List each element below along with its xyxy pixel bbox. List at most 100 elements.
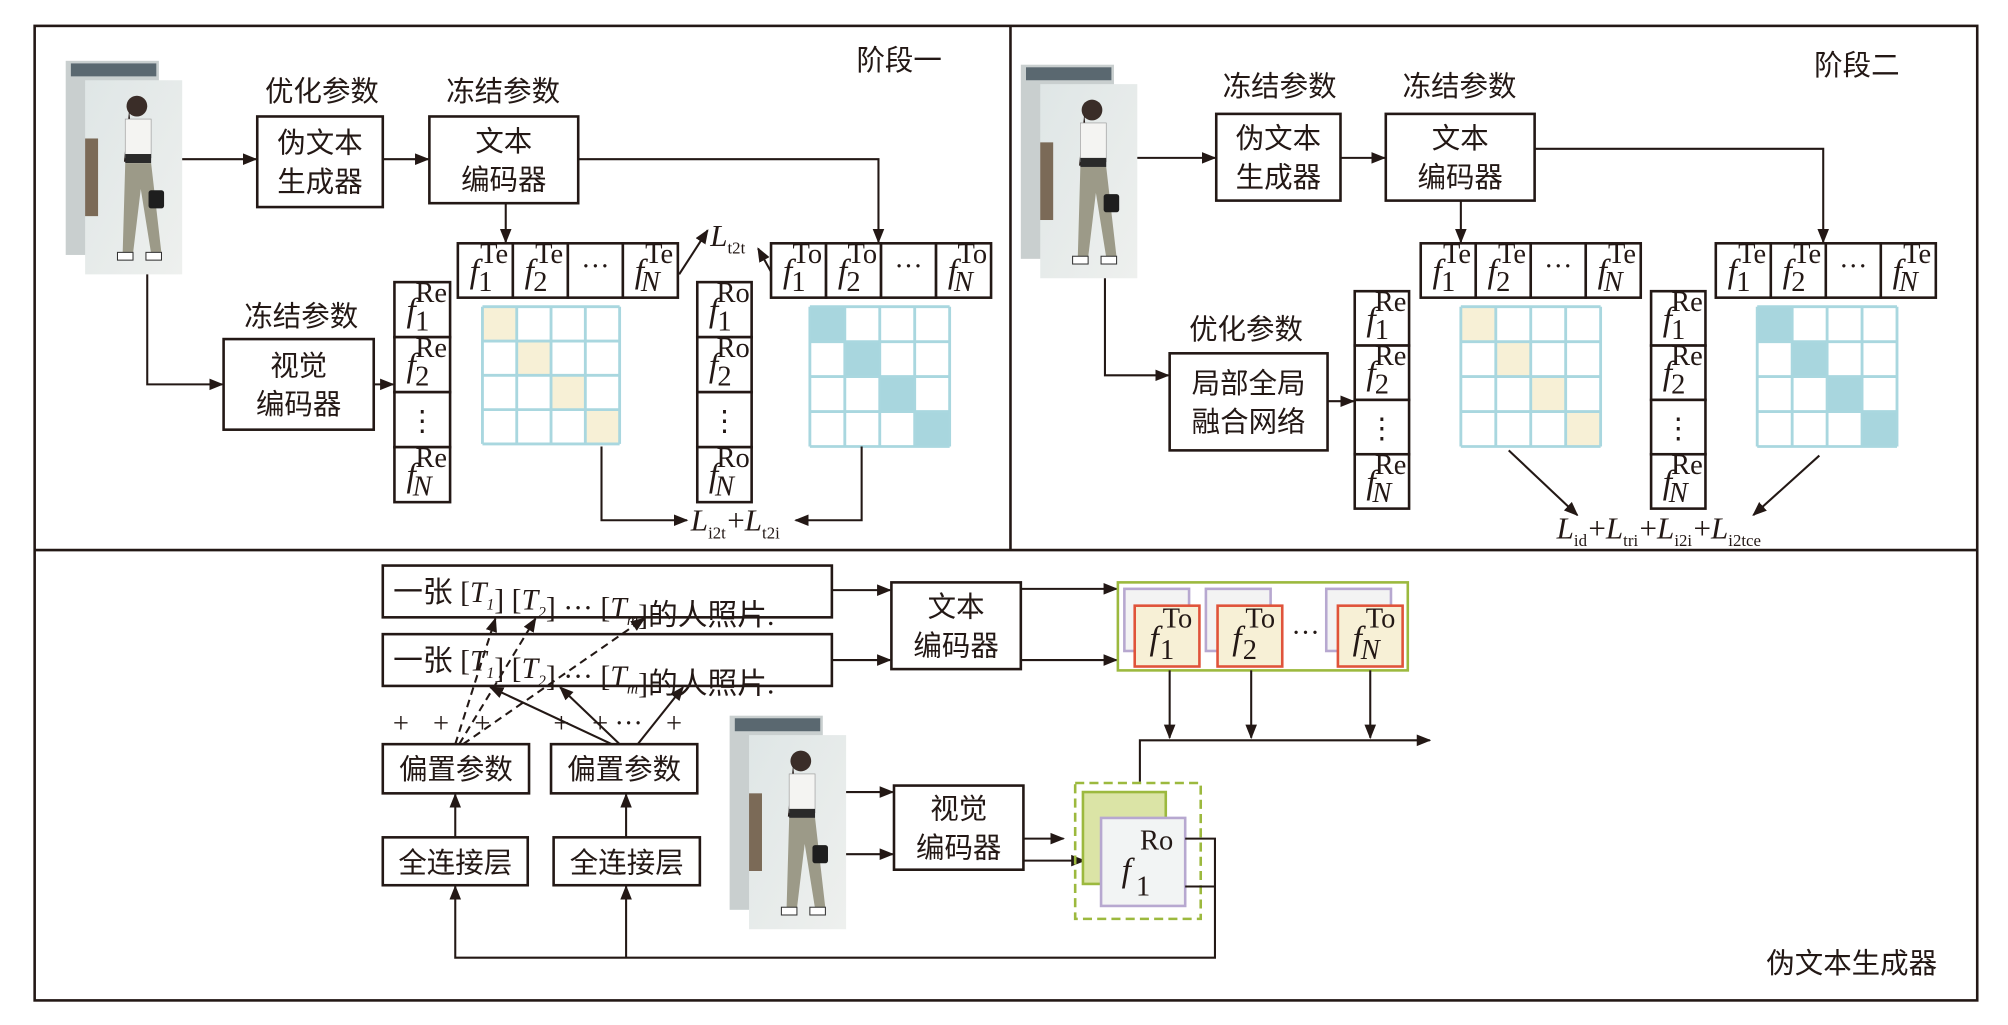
prompt-template-bottom-text: 一张 [T1] [T2] ··· [Tm]的人照片. (393, 644, 774, 700)
stage1-te-features-item-cell (511, 242, 570, 299)
bias-params-box-2-label: 偏置参数 (567, 754, 681, 786)
bias-params-box-1-label: 偏置参数 (399, 754, 513, 786)
generator-visual-encoder-frame (892, 784, 1025, 871)
generator-text-encoder-label: 文本 (928, 592, 985, 624)
diagonal-cell (1495, 341, 1531, 377)
loss-symbol: L (1605, 510, 1623, 545)
subscript: 1 (1160, 635, 1174, 666)
stage2-person-image (1020, 64, 1138, 279)
prompt-template-bottom-frame (381, 632, 834, 688)
superscript: Re (1671, 450, 1703, 481)
stage1-loss-sum-text: Li2t +Lt2i (690, 503, 781, 543)
stage2-title: 阶段二 (1814, 50, 1899, 82)
fc-layer-box-1: 全连接层 (381, 836, 530, 887)
stage1-pseudo-text-generator-frame (255, 115, 385, 209)
handbag (1103, 194, 1120, 213)
dashed-arrow-bias-to-Tm (462, 617, 646, 746)
photo-back-detail (734, 718, 821, 732)
stage1-te-features-item-cell (621, 242, 680, 299)
subscript: 2 (533, 267, 547, 298)
arrow-bias-to-Tm (636, 686, 684, 745)
subscript: 1 (1375, 315, 1389, 346)
subscript: 2 (1243, 635, 1257, 666)
subscript: 2 (1496, 267, 1510, 298)
arrow-matrix1-to-loss (600, 446, 689, 527)
to-feature-ellipsis: ··· (1291, 618, 1319, 649)
superscript: Re (1375, 450, 1407, 481)
superscript: To (793, 239, 823, 270)
stage2-te-features-a-item-cell (1474, 242, 1533, 299)
spacer (780, 516, 781, 535)
token-symbol: T (610, 660, 629, 693)
superscript: To (1163, 604, 1193, 635)
subscript: 2 (717, 362, 731, 393)
plus-sign: + (666, 709, 682, 740)
subscript: 1 (415, 307, 429, 338)
plus-sign: + (474, 709, 490, 740)
token-symbol: T (610, 591, 629, 624)
stage1-similarity-matrix-to-ro (808, 305, 952, 448)
diagonal-cell (1792, 341, 1828, 377)
bias-params-box-1-frame (381, 742, 531, 795)
vertical-ellipsis: ⋮ (710, 406, 738, 437)
stage1-pseudo-text-generator-label: 伪文本 (277, 128, 362, 160)
diagonal-cell (1862, 411, 1897, 447)
fc-layer-box-1-label: 全连接层 (398, 847, 512, 879)
arrow-encoder-to-to-row (578, 158, 885, 244)
prompt-text: ]的人照片. (638, 668, 774, 701)
plus-sign: + (592, 709, 608, 740)
handbag (812, 845, 828, 864)
label-optimized-params-2: 优化参数 (1189, 314, 1303, 346)
stage2-pseudo-text-generator: 伪文本生成器 (1214, 112, 1342, 202)
stage1-to-features-item-cell (934, 242, 993, 299)
loss-subscript: i2i (1674, 531, 1692, 550)
loss-symbol: L (690, 503, 708, 538)
dashed-arrow-bias-to-T1 (454, 617, 497, 745)
stage1-title: 阶段一 (856, 45, 941, 77)
prompt-text: 一张 [ (393, 644, 470, 677)
subscript: 1 (478, 267, 492, 298)
arrow-image-to-fusion (1103, 278, 1170, 382)
loss-symbol: L (1710, 510, 1728, 545)
stage1-pseudo-text-generator: 伪文本生成器 (255, 115, 385, 209)
generator-text-encoder-frame (890, 581, 1023, 671)
superscript: Te (1903, 239, 1931, 270)
stage2-re-features-a-item-cell (1353, 344, 1411, 402)
belt (125, 154, 152, 164)
fc-layer-box-2-label: 全连接层 (570, 847, 684, 879)
spacer (745, 231, 746, 250)
bias-params-box-1: 偏置参数 (381, 742, 531, 795)
stage2-text-encoder-label: 编码器 (1417, 162, 1502, 194)
generator-visual-encoder-label: 视觉 (930, 794, 987, 826)
shirt (124, 118, 152, 159)
diagonal-cell (1565, 411, 1601, 447)
loss-symbol: L (744, 503, 762, 538)
token-subscript: 1 (487, 597, 495, 614)
label-frozen-params-text: 冻结参数 (1403, 71, 1517, 103)
superscript: Ro (717, 443, 750, 474)
stage2-te-features-a-item-cell (1529, 242, 1588, 299)
stage1-ro-features-item-cell (695, 280, 753, 339)
arrow-matrix2-to-loss (794, 446, 863, 527)
superscript: To (958, 239, 988, 270)
ellipsis: ··· (581, 252, 609, 283)
